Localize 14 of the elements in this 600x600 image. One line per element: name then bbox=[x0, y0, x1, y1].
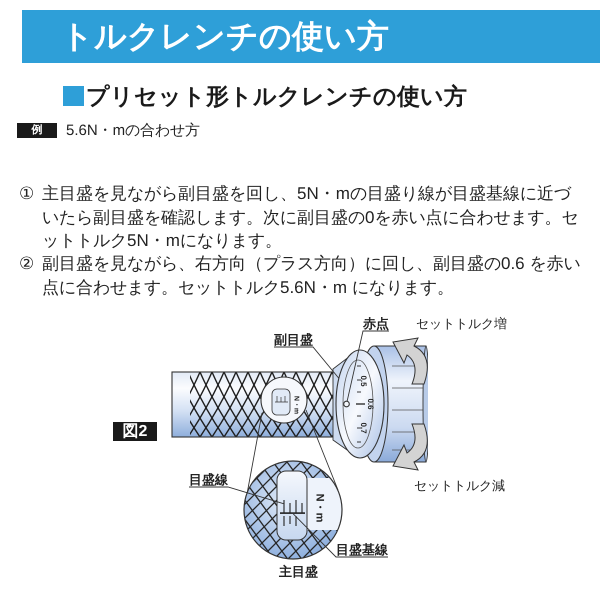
instruction-text: 主目盛を見ながら副目盛を回し、5N・mの目盛り線が目盛基線に近づいたら副目盛を確認します。次に副目盛の0を赤い点に合わせます。セットトルク5N・mになります。 bbox=[42, 183, 580, 252]
page-title: トルクレンチの使い方 bbox=[61, 17, 389, 56]
scale-number: 0.6 bbox=[366, 398, 374, 410]
unit-text: N・m bbox=[314, 494, 324, 522]
part-label: 主目盛 bbox=[279, 564, 318, 579]
section-heading: プリセット形トルクレンチの使い方 bbox=[86, 82, 467, 111]
list-number: ① bbox=[19, 183, 34, 205]
list-number: ② bbox=[19, 253, 34, 275]
instruction-text: 副目盛を見ながら、右方向（プラス方向）に回し、副目盛の0.6 を赤い点に合わせます。セットトルク5.6N・m になります。 bbox=[42, 253, 582, 298]
scale-number: 0.5 bbox=[359, 375, 367, 387]
direction-label: セットトルク増 bbox=[416, 316, 507, 331]
scale-number: 0.7 bbox=[359, 422, 367, 434]
direction-label: セットトルク減 bbox=[414, 478, 505, 493]
example-text: 5.6N・mの合わせ方 bbox=[66, 121, 200, 141]
